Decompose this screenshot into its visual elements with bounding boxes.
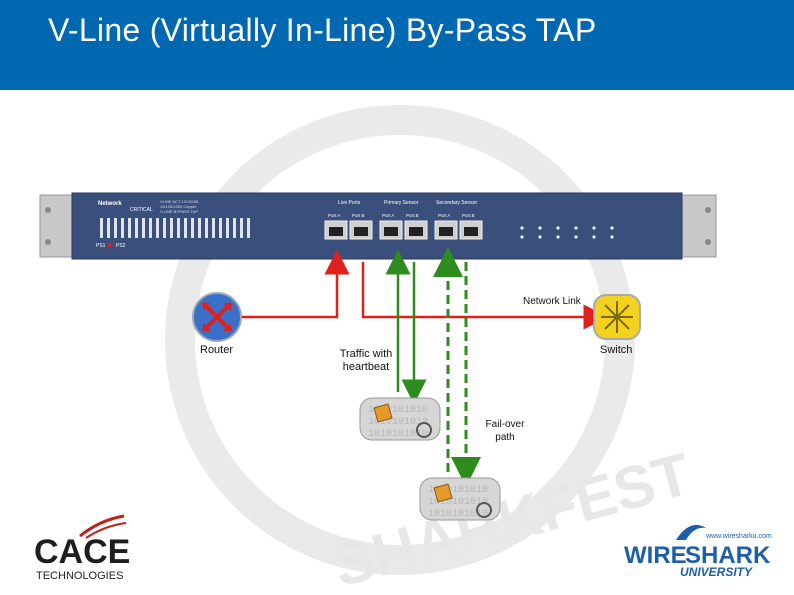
svg-text:1010101010: 1010101010 xyxy=(428,485,488,496)
status-led xyxy=(538,235,542,239)
vent-slot xyxy=(149,218,152,238)
rack-ear-left xyxy=(39,194,73,258)
vent-slot xyxy=(135,218,138,238)
ps2-label: PS2 xyxy=(116,243,126,249)
network-link-line xyxy=(238,249,350,319)
vent-slot xyxy=(142,218,145,238)
network-link-line-switch xyxy=(361,262,609,330)
status-led xyxy=(574,226,578,230)
vent-slot xyxy=(233,218,236,238)
status-led xyxy=(592,235,596,239)
cace-logo: CACE TECHNOLOGIES xyxy=(34,514,130,582)
status-led xyxy=(610,235,614,239)
primary-sensor-icon: 1010101010 1010101010 1010101010 xyxy=(359,397,441,441)
page-title: V-Line (Virtually In-Line) By-Pass TAP xyxy=(48,12,597,48)
secondary-sensor-icon: 1010101010 1010101010 1010101010 xyxy=(419,477,501,521)
status-led xyxy=(592,226,596,230)
switch-label: Switch xyxy=(600,344,633,356)
status-led xyxy=(538,226,542,230)
secondary-port-b-label: Port B xyxy=(462,213,475,218)
svg-text:TECHNOLOGIES: TECHNOLOGIES xyxy=(36,570,123,582)
status-led xyxy=(610,226,614,230)
vent-slot xyxy=(177,218,180,238)
vent-slot xyxy=(226,218,229,238)
vent-slots xyxy=(100,218,250,238)
primary-port-b-label: Port B xyxy=(406,213,419,218)
vent-slot xyxy=(121,218,124,238)
status-led xyxy=(520,226,524,230)
vent-slot xyxy=(184,218,187,238)
traffic-heartbeat-label: Traffic with heartbeat xyxy=(339,348,393,373)
vent-slot xyxy=(219,218,222,238)
vent-slot xyxy=(205,218,208,238)
secondary-sensor-label: Secondary Sensor xyxy=(436,200,477,206)
watermark-text: SHARKFEST xyxy=(326,440,698,595)
model-line-3: V-LINE BYPASS TAP xyxy=(160,209,198,214)
svg-text:WIRE: WIRE xyxy=(624,542,687,569)
primary-sensor-label: Primary Sensor xyxy=(384,200,419,206)
failover-path-label: Fail-over path xyxy=(485,419,525,443)
vent-slot xyxy=(198,218,201,238)
status-led xyxy=(556,226,560,230)
title-bar xyxy=(0,0,794,90)
status-leds xyxy=(520,226,614,239)
network-link-label: Network Link xyxy=(523,296,581,307)
status-led xyxy=(520,235,524,239)
vline-tap-device: Network CRITICAL VLINE ACT 1G/10GB 10/10… xyxy=(39,192,717,260)
ps1-label: PS1 xyxy=(96,243,106,249)
model-line-1: VLINE ACT 1G/10GB xyxy=(160,199,198,204)
vent-slot xyxy=(247,218,250,238)
live-ports-label: Live Ports xyxy=(338,200,361,206)
svg-text:1010101010: 1010101010 xyxy=(368,405,428,416)
vent-slot xyxy=(170,218,173,238)
svg-text:www.wiresharku.com: www.wiresharku.com xyxy=(705,533,772,540)
svg-text:1010101010: 1010101010 xyxy=(368,417,428,428)
svg-text:SHARK: SHARK xyxy=(685,542,771,569)
svg-text:1010101010: 1010101010 xyxy=(428,497,488,508)
svg-text:1010101010: 1010101010 xyxy=(428,509,488,520)
svg-text:1010101010: 1010101010 xyxy=(368,429,428,440)
router-icon xyxy=(192,292,242,342)
vent-slot xyxy=(107,218,110,238)
secondary-port-a-label: Port A xyxy=(438,213,450,218)
live-port-b-label: Port B xyxy=(352,213,365,218)
vent-slot xyxy=(114,218,117,238)
sharkfest-watermark: SHARKFEST xyxy=(165,105,698,595)
device-face xyxy=(71,192,683,260)
device-brand: Network xyxy=(98,201,122,207)
vent-slot xyxy=(100,218,103,238)
status-led xyxy=(574,235,578,239)
wireshark-university-logo: www.wiresharku.com WIRE SHARK UNIVERSITY xyxy=(624,524,772,579)
vent-slot xyxy=(191,218,194,238)
switch-icon xyxy=(593,294,641,340)
device-product: CRITICAL xyxy=(130,207,153,213)
router-label: Router xyxy=(200,344,234,356)
vent-slot xyxy=(212,218,215,238)
primary-port-a-label: Port A xyxy=(382,213,394,218)
vent-slot xyxy=(128,218,131,238)
svg-text:UNIVERSITY: UNIVERSITY xyxy=(680,565,753,579)
live-port-a-label: Port A xyxy=(328,213,340,218)
status-led xyxy=(556,235,560,239)
rack-ear-right xyxy=(681,194,717,258)
vent-slot xyxy=(163,218,166,238)
svg-text:CACE: CACE xyxy=(34,533,130,571)
model-line-2: 10/100/1000 Copper xyxy=(160,204,197,209)
vent-slot xyxy=(156,218,159,238)
vent-slot xyxy=(240,218,243,238)
